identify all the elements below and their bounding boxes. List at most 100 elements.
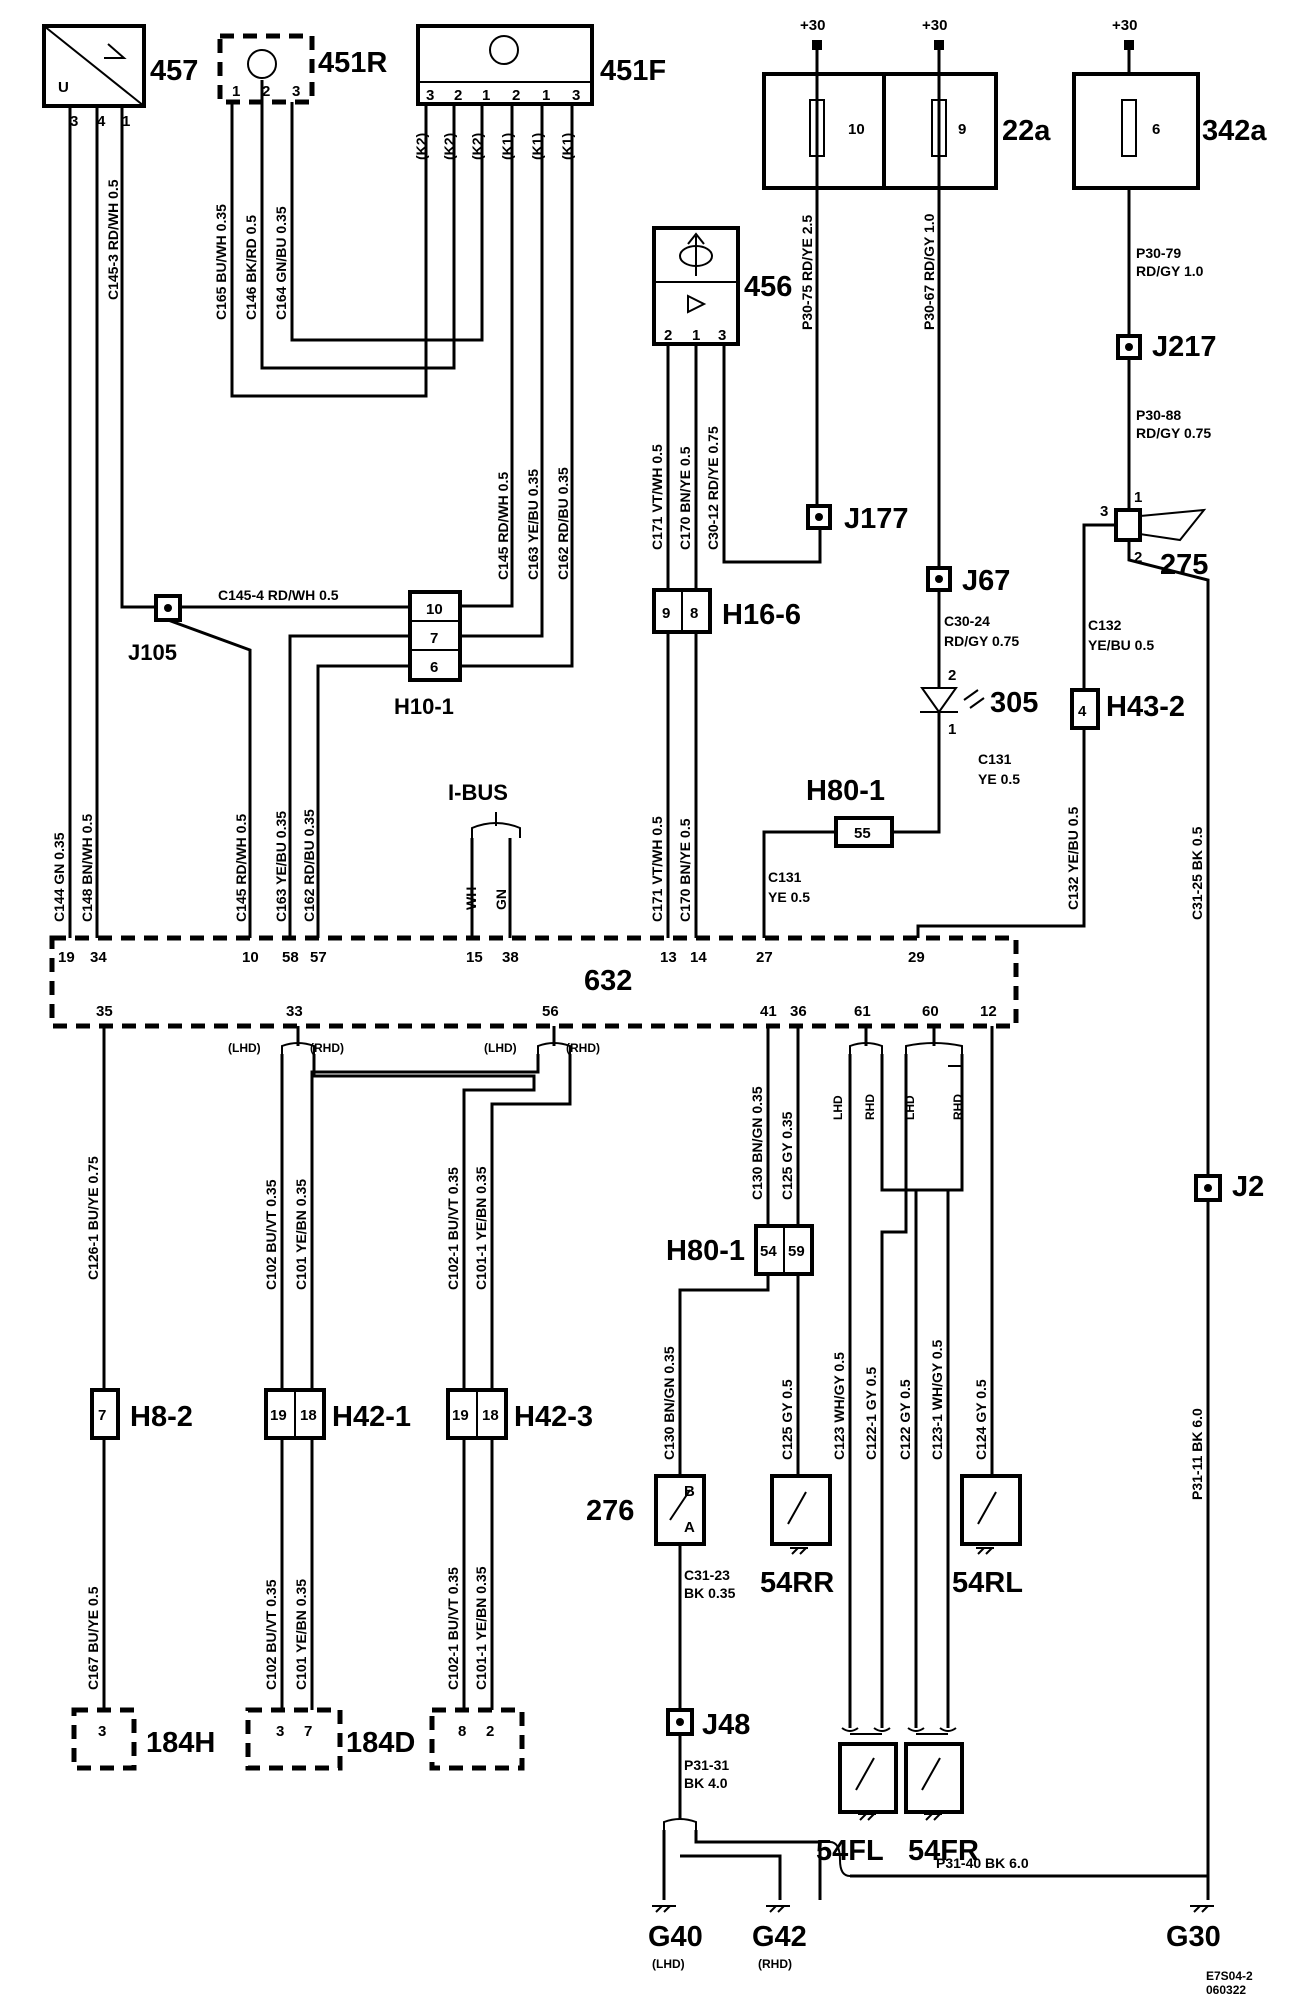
connector-H8-2: 7 H8-2 C167 BU/YE 0.5	[85, 1388, 193, 1710]
svg-text:19: 19	[58, 949, 75, 966]
svg-text:C146 BK/RD 0.5: C146 BK/RD 0.5	[243, 215, 259, 320]
svg-text:G40: G40	[648, 1921, 703, 1953]
svg-text:7: 7	[98, 1407, 106, 1424]
svg-text:12: 12	[980, 1003, 997, 1020]
svg-text:U: U	[58, 79, 69, 96]
svg-text:RD/GY 1.0: RD/GY 1.0	[1136, 263, 1204, 279]
connector-H10-1: 10 7 6 H10-1	[288, 590, 462, 938]
junction-J67: J67 C30-24 RD/GY 0.75	[926, 565, 1019, 688]
svg-text:2: 2	[1134, 549, 1142, 566]
svg-text:C101 YE/BN 0.35: C101 YE/BN 0.35	[293, 1579, 309, 1690]
svg-text:3: 3	[98, 1723, 106, 1740]
svg-text:41: 41	[760, 1003, 777, 1020]
svg-text:C171 VT/WH 0.5: C171 VT/WH 0.5	[649, 444, 665, 550]
variant-splits: (LHD) (RHD) (LHD) (RHD)	[228, 1026, 600, 1390]
fusebox-342a: +30 6 342a P30-79 RD/GY 1.0	[1072, 17, 1267, 336]
svg-text:1: 1	[232, 83, 240, 100]
svg-text:451F: 451F	[600, 55, 666, 87]
svg-text:H8-2: H8-2	[130, 1401, 193, 1433]
svg-text:3: 3	[572, 87, 580, 104]
svg-text:8: 8	[690, 605, 698, 622]
svg-text:P30-67 RD/GY 1.0: P30-67 RD/GY 1.0	[921, 213, 937, 330]
svg-text:RD/GY 0.75: RD/GY 0.75	[944, 633, 1019, 649]
svg-text:59: 59	[788, 1243, 805, 1260]
svg-text:34: 34	[90, 949, 107, 966]
svg-text:C162 RD/BU 0.35: C162 RD/BU 0.35	[555, 467, 571, 580]
svg-text:C30-12 RD/YE 0.75: C30-12 RD/YE 0.75	[705, 426, 721, 550]
component-451R: 1 2 3 451R	[217, 33, 387, 105]
svg-text:6: 6	[1152, 121, 1160, 138]
svg-text:2: 2	[262, 83, 270, 100]
svg-text:3: 3	[718, 327, 726, 344]
connector-H80-1-55: 55 H80-1 C131 YE 0.5	[762, 775, 894, 938]
fusebox-22a: +30 +30 10 9 22a P30-75 RD/YE 2.5 P30-67…	[762, 17, 1051, 568]
svg-text:C145-4 RD/WH 0.5: C145-4 RD/WH 0.5	[218, 587, 339, 603]
svg-text:GN: GN	[493, 889, 509, 910]
svg-text:342a: 342a	[1202, 115, 1267, 147]
i-bus: I-BUS WH GN	[448, 780, 521, 938]
svg-text:C163 YE/BU 0.35: C163 YE/BU 0.35	[273, 811, 289, 922]
svg-text:+30: +30	[1112, 17, 1137, 34]
svg-text:H42-1: H42-1	[332, 1401, 411, 1433]
svg-text:(LHD): (LHD)	[484, 1041, 517, 1055]
svg-text:(LHD): (LHD)	[228, 1041, 261, 1055]
svg-text:H10-1: H10-1	[394, 694, 454, 719]
svg-text:C102 BU/VT 0.35: C102 BU/VT 0.35	[263, 1179, 279, 1290]
ground-G40-G42: G40 (LHD) G42 (RHD)	[648, 1830, 851, 1971]
svg-text:7: 7	[304, 1723, 312, 1740]
svg-text:C31-25 BK 0.5: C31-25 BK 0.5	[1189, 826, 1205, 920]
svg-text:BK 4.0: BK 4.0	[684, 1775, 728, 1791]
component-275: 1 2 3 275 C132 YE/BU 0.5 C31-25 BK 0.5	[1082, 489, 1210, 1176]
svg-text:54RR: 54RR	[760, 1567, 834, 1599]
svg-text:C145-3 RD/WH 0.5: C145-3 RD/WH 0.5	[105, 179, 121, 300]
svg-text:60: 60	[922, 1003, 939, 1020]
svg-text:275: 275	[1160, 549, 1208, 581]
component-184D: 3 7 184D	[245, 1707, 415, 1771]
ground-icon	[766, 1905, 790, 1913]
svg-text:RD/GY 0.75: RD/GY 0.75	[1136, 425, 1211, 441]
svg-text:C130 BN/GN 0.35: C130 BN/GN 0.35	[749, 1086, 765, 1200]
svg-text:54RL: 54RL	[952, 1567, 1023, 1599]
svg-text:C124 GY 0.5: C124 GY 0.5	[973, 1379, 989, 1460]
svg-text:C132 YE/BU 0.5: C132 YE/BU 0.5	[1065, 807, 1081, 910]
svg-text:C102 BU/VT 0.35: C102 BU/VT 0.35	[263, 1579, 279, 1690]
svg-text:57: 57	[310, 949, 327, 966]
svg-text:C126-1 BU/YE 0.75: C126-1 BU/YE 0.75	[85, 1156, 101, 1280]
svg-text:C122 GY 0.5: C122 GY 0.5	[897, 1379, 913, 1460]
relay-k-labels: (K2) (K2) (K2) (K1) (K1) (K1)	[413, 133, 575, 160]
svg-text:3: 3	[276, 1723, 284, 1740]
svg-text:G30: G30	[1166, 1921, 1221, 1953]
svg-text:4: 4	[97, 113, 106, 130]
light-rays-icon	[963, 689, 985, 709]
svg-text:35: 35	[96, 1003, 113, 1020]
svg-text:J217: J217	[1152, 331, 1217, 363]
svg-text:58: 58	[282, 949, 299, 966]
switch-54FL: 54FL	[816, 1742, 898, 1867]
component-451F: 3 2 1 2 1 3 451F	[416, 24, 666, 106]
svg-text:BK 0.35: BK 0.35	[684, 1585, 736, 1601]
ground-icon	[790, 1547, 808, 1555]
ground-icon	[858, 1813, 876, 1821]
svg-text:18: 18	[482, 1407, 499, 1424]
svg-text:2: 2	[454, 87, 462, 104]
svg-text:H16-6: H16-6	[722, 599, 801, 631]
svg-text:3: 3	[292, 83, 300, 100]
junction-J177: J177	[806, 503, 909, 535]
svg-text:14: 14	[690, 949, 707, 966]
svg-text:C125 GY 0.35: C125 GY 0.35	[779, 1111, 795, 1200]
svg-text:38: 38	[502, 949, 519, 966]
svg-text:1: 1	[122, 113, 130, 130]
svg-text:9: 9	[662, 605, 670, 622]
svg-text:1: 1	[1134, 489, 1142, 506]
component-456: 2 1 3 456 C171 VT/WH 0.5 C170 BN/YE 0.5 …	[649, 226, 822, 590]
switch-54RR: 54RR	[760, 1474, 834, 1599]
junction-J105: J105 C145-4 RD/WH 0.5	[128, 587, 410, 938]
svg-text:P30-88: P30-88	[1136, 407, 1181, 423]
svg-text:(LHD): (LHD)	[652, 1957, 685, 1971]
svg-text:10: 10	[426, 601, 443, 618]
svg-text:19: 19	[270, 1407, 287, 1424]
svg-text:H80-1: H80-1	[666, 1235, 745, 1267]
svg-text:C144 GN 0.35: C144 GN 0.35	[51, 832, 67, 922]
svg-text:4: 4	[1078, 703, 1087, 720]
svg-text:54: 54	[760, 1243, 777, 1260]
